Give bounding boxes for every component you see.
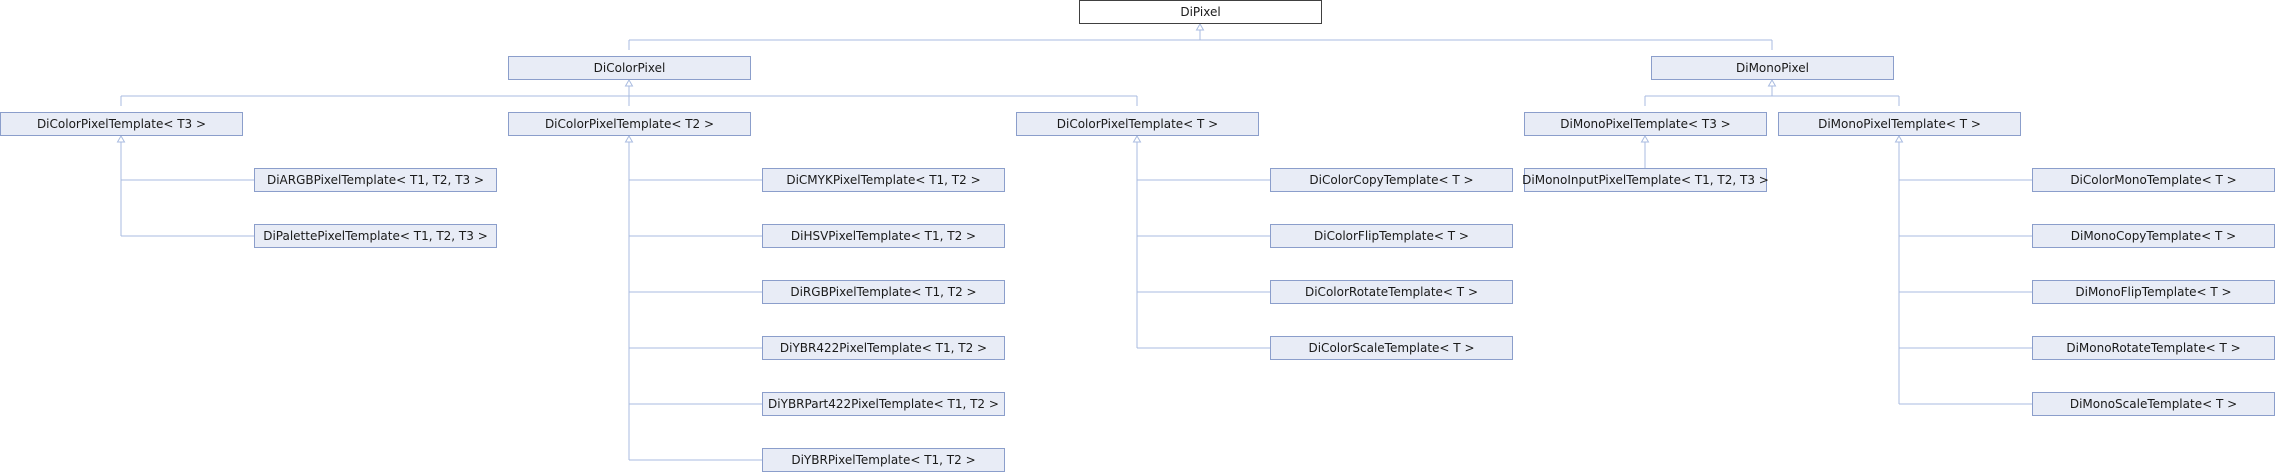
inheritance-arrow-icon	[1195, 23, 1205, 31]
inheritance-arrow-icon	[624, 79, 634, 87]
node-dicolormonotemplate[interactable]: DiColorMonoTemplate< T >	[2032, 168, 2275, 192]
node-dicolorpixeltemplate-t2[interactable]: DiColorPixelTemplate< T2 >	[508, 112, 751, 136]
node-dicolorrotatetemplate[interactable]: DiColorRotateTemplate< T >	[1270, 280, 1513, 304]
node-dicolorpixel[interactable]: DiColorPixel	[508, 56, 751, 80]
node-dicolorfliptemplate[interactable]: DiColorFlipTemplate< T >	[1270, 224, 1513, 248]
inheritance-arrow-icon	[624, 135, 634, 143]
node-dimonopixel[interactable]: DiMonoPixel	[1651, 56, 1894, 80]
node-dimonocopytemplate[interactable]: DiMonoCopyTemplate< T >	[2032, 224, 2275, 248]
node-dihsvpixeltemplate[interactable]: DiHSVPixelTemplate< T1, T2 >	[762, 224, 1005, 248]
node-dimonoscaletemplate[interactable]: DiMonoScaleTemplate< T >	[2032, 392, 2275, 416]
node-dimonopixeltemplate-t3[interactable]: DiMonoPixelTemplate< T3 >	[1524, 112, 1767, 136]
node-dimonofliptemplate[interactable]: DiMonoFlipTemplate< T >	[2032, 280, 2275, 304]
inheritance-arrow-icon	[116, 135, 126, 143]
node-dimonopixeltemplate-t[interactable]: DiMonoPixelTemplate< T >	[1778, 112, 2021, 136]
inheritance-arrow-icon	[1894, 135, 1904, 143]
node-dipalettepixeltemplate[interactable]: DiPalettePixelTemplate< T1, T2, T3 >	[254, 224, 497, 248]
node-dimonorotatetemplate[interactable]: DiMonoRotateTemplate< T >	[2032, 336, 2275, 360]
node-diybrpixeltemplate[interactable]: DiYBRPixelTemplate< T1, T2 >	[762, 448, 1005, 472]
node-diybr422pixeltemplate[interactable]: DiYBR422PixelTemplate< T1, T2 >	[762, 336, 1005, 360]
node-dimonoinputpixeltemplate[interactable]: DiMonoInputPixelTemplate< T1, T2, T3 >	[1522, 168, 1769, 192]
node-dicolorcopytemplate[interactable]: DiColorCopyTemplate< T >	[1270, 168, 1513, 192]
node-dicolorscaletemplate[interactable]: DiColorScaleTemplate< T >	[1270, 336, 1513, 360]
node-diybrpart422pixeltemplate[interactable]: DiYBRPart422PixelTemplate< T1, T2 >	[762, 392, 1005, 416]
node-dipixel[interactable]: DiPixel	[1079, 0, 1322, 24]
node-dicmykpixeltemplate[interactable]: DiCMYKPixelTemplate< T1, T2 >	[762, 168, 1005, 192]
inheritance-arrow-icon	[1132, 135, 1142, 143]
inheritance-arrow-icon	[1767, 79, 1777, 87]
node-dirgbpixeltemplate[interactable]: DiRGBPixelTemplate< T1, T2 >	[762, 280, 1005, 304]
node-dicolorpixeltemplate-t[interactable]: DiColorPixelTemplate< T >	[1016, 112, 1259, 136]
node-diargbpixeltemplate[interactable]: DiARGBPixelTemplate< T1, T2, T3 >	[254, 168, 497, 192]
node-dicolorpixeltemplate-t3[interactable]: DiColorPixelTemplate< T3 >	[0, 112, 243, 136]
inheritance-arrow-icon	[1640, 135, 1650, 143]
